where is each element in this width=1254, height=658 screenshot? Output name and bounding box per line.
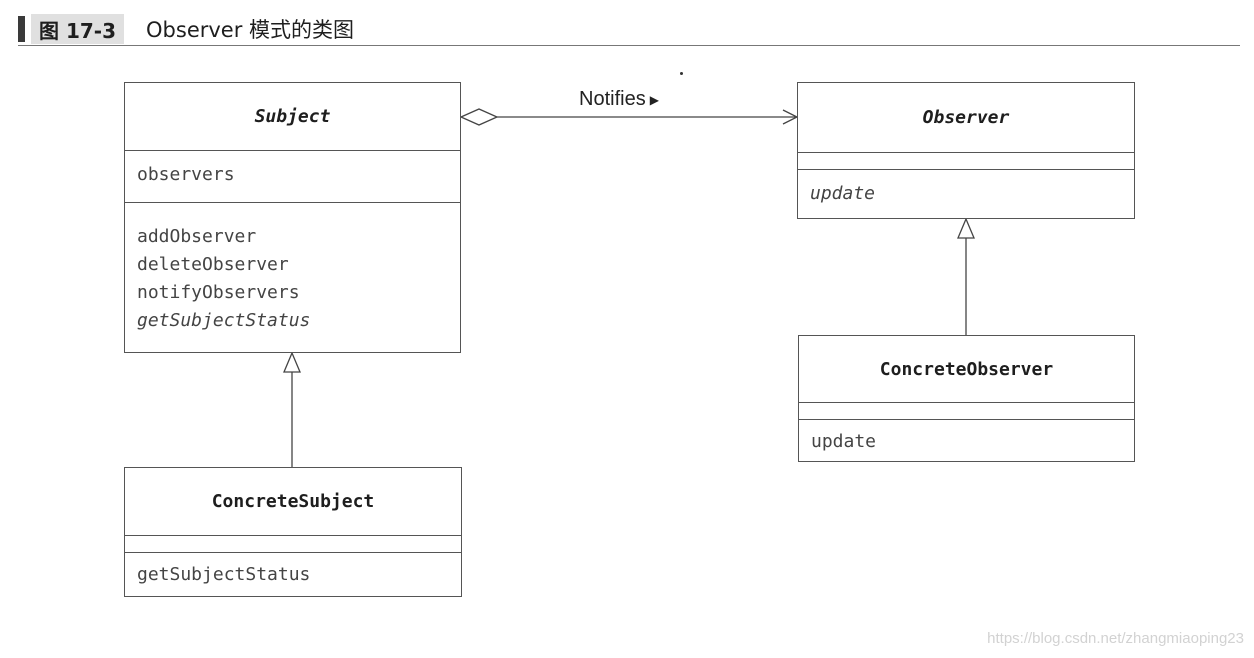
notifies-text: Notifies [579, 88, 646, 110]
abstract-operation: update [810, 183, 876, 204]
aggregation-diamond [459, 108, 499, 126]
class-name: ConcreteObserver [879, 358, 1054, 380]
generalization-triangle [957, 217, 975, 239]
class-subject: Subject observers addObserver deleteObse… [124, 82, 461, 353]
scan-speck [680, 72, 683, 75]
aggregation-association [459, 108, 799, 126]
generalization-triangle [283, 351, 301, 373]
class-name: Subject [254, 106, 331, 127]
watermark: https://blog.csdn.net/zhangmiaoping23 [987, 630, 1244, 647]
class-concrete-subject: ConcreteSubject getSubjectStatus [124, 467, 462, 597]
caption-marker [18, 16, 25, 42]
operation: update [811, 431, 877, 452]
attributes-section [798, 152, 1134, 169]
operations-section: update [798, 169, 1134, 208]
generalization-observer [957, 217, 975, 335]
class-concrete-observer: ConcreteObserver update [798, 335, 1135, 462]
class-observer: Observer update [797, 82, 1135, 219]
attributes-section: observers [125, 150, 460, 202]
generalization-subject [283, 351, 301, 467]
caption-divider [18, 45, 1240, 46]
operation: addObserver [137, 226, 257, 247]
operations-section: getSubjectStatus [125, 552, 461, 589]
figure-title: Observer 模式的类图 [146, 18, 355, 42]
operation: notifyObservers [137, 282, 300, 303]
class-name: Observer [922, 107, 1010, 128]
figure-caption: 图 17-3 Observer 模式的类图 [18, 14, 354, 44]
operation: deleteObserver [137, 254, 289, 275]
association-label: Notifies ▶ [579, 88, 659, 111]
class-name: ConcreteSubject [211, 491, 375, 512]
direction-arrow-icon: ▶ [649, 92, 659, 107]
attribute: observers [137, 164, 235, 185]
attributes-section [125, 535, 461, 552]
operations-section: update [799, 419, 1134, 456]
figure-number: 图 17-3 [31, 14, 125, 44]
operations-section: addObserver deleteObserver notifyObserve… [125, 202, 460, 335]
attributes-section [799, 402, 1134, 419]
abstract-operation: getSubjectStatus [137, 310, 311, 331]
operation: getSubjectStatus [137, 564, 311, 585]
